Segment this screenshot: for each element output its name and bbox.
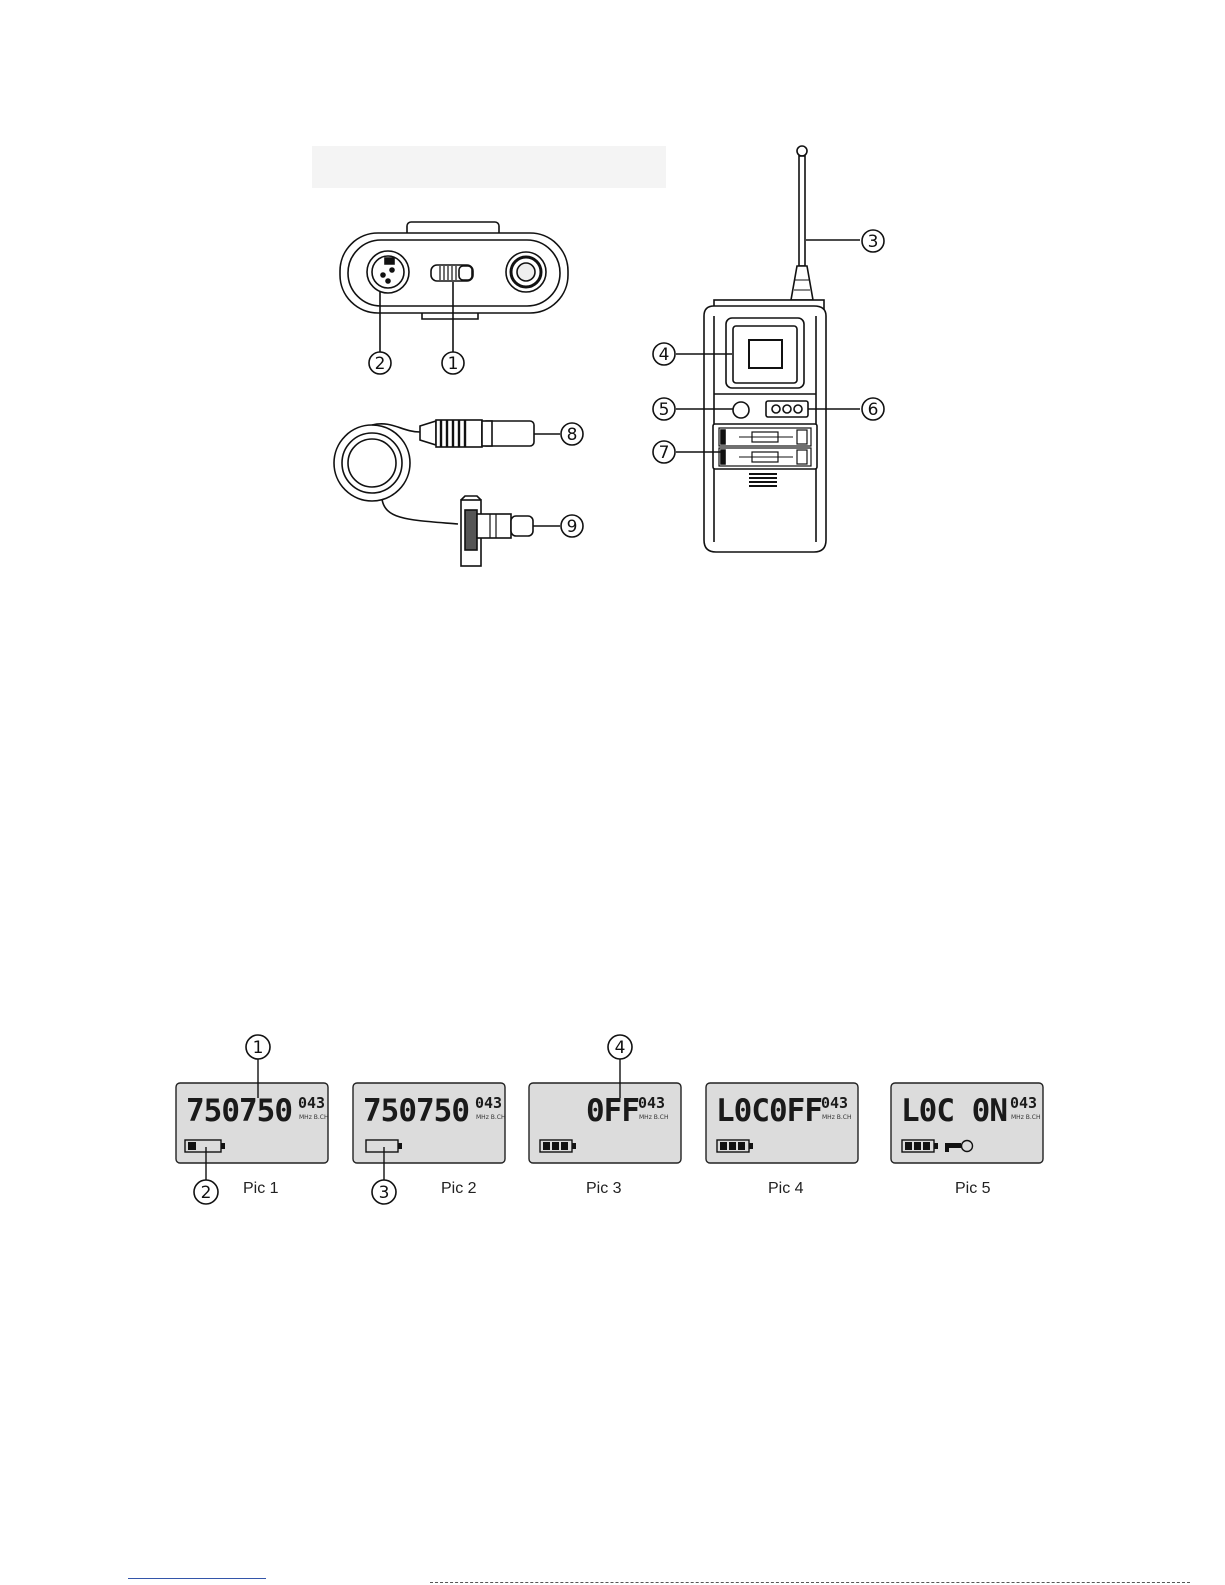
round-jack-icon	[506, 252, 546, 292]
svg-text:4: 4	[615, 1038, 626, 1058]
lcd-callout-4: 4	[608, 1035, 632, 1059]
callout-3: 3	[862, 230, 884, 252]
svg-text:7: 7	[659, 443, 670, 463]
svg-text:4: 4	[659, 345, 670, 365]
lcd-callout-3: 3	[372, 1180, 396, 1204]
svg-text:9: 9	[567, 517, 578, 537]
power-switch-icon	[431, 265, 473, 281]
lcd-callout-2: 2	[194, 1180, 218, 1204]
svg-text:6: 6	[868, 400, 879, 420]
bodypack-front-view	[676, 146, 860, 552]
callout-4: 4	[653, 343, 675, 365]
svg-text:1: 1	[253, 1038, 264, 1058]
callout-1: 1	[442, 352, 464, 374]
callout-8: 8	[561, 423, 583, 445]
tie-clip-icon	[461, 496, 533, 566]
svg-text:1: 1	[448, 354, 459, 374]
svg-text:5: 5	[659, 400, 670, 420]
svg-text:8: 8	[567, 425, 578, 445]
lavalier-microphone	[334, 420, 560, 566]
xlr-plug-icon	[420, 420, 534, 447]
svg-text:2: 2	[375, 354, 386, 374]
svg-text:3: 3	[379, 1183, 390, 1203]
antenna-icon	[791, 146, 813, 300]
footer-link-rule	[128, 1578, 266, 1579]
transmitter-figure: 1 2 3 4 5 6 7 8 9	[0, 0, 1225, 600]
faint-header-band	[312, 146, 666, 188]
callout-2: 2	[369, 352, 391, 374]
callout-9: 9	[561, 515, 583, 537]
bodypack-top-view	[340, 222, 568, 352]
footer-rule	[430, 1582, 1190, 1583]
callout-6: 6	[862, 398, 884, 420]
mini-xlr-jack-icon	[367, 251, 409, 293]
lcd-callout-1: 1	[246, 1035, 270, 1059]
callout-5: 5	[653, 398, 675, 420]
lcd-callouts: 1 2 3 4	[0, 1030, 1225, 1210]
svg-text:3: 3	[868, 232, 879, 252]
callout-7: 7	[653, 441, 675, 463]
svg-text:2: 2	[201, 1183, 212, 1203]
